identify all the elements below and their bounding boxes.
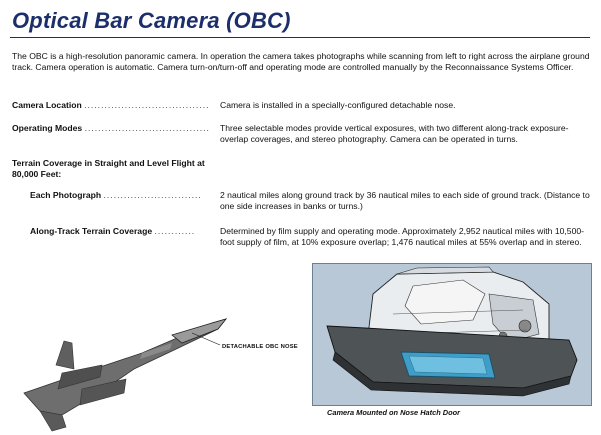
spec-label-each-photograph-text: Each Photograph xyxy=(30,190,102,200)
dot-leader: ..................................... xyxy=(84,123,210,133)
spec-label-each-photograph: Each Photograph ........................… xyxy=(30,190,202,200)
aircraft-body xyxy=(23,318,228,432)
terrain-coverage-heading: Terrain Coverage in Straight and Level F… xyxy=(12,158,205,179)
page-title: Optical Bar Camera (OBC) xyxy=(12,8,291,33)
spec-label-camera-location-text: Camera Location xyxy=(12,100,82,110)
aircraft-callout-label: DETACHABLE OBC NOSE xyxy=(222,344,298,350)
spec-value-each-photograph: 2 nautical miles along ground track by 3… xyxy=(220,190,590,211)
aircraft-illustration xyxy=(23,318,228,432)
spec-value-camera-location: Camera is installed in a specially-confi… xyxy=(220,100,456,110)
camera-mount-illustration xyxy=(326,266,578,397)
title-divider xyxy=(10,37,590,38)
spec-label-operating-modes-text: Operating Modes xyxy=(12,123,83,133)
dot-leader: ............ xyxy=(154,226,196,236)
camera-mount-figure xyxy=(312,263,592,406)
dot-leader: ..................................... xyxy=(84,100,210,110)
spec-label-along-track-text: Along-Track Terrain Coverage xyxy=(30,226,153,236)
nose-section-highlight xyxy=(171,318,228,344)
figure-caption: Camera Mounted on Nose Hatch Door xyxy=(327,408,461,417)
spec-label-operating-modes: Operating Modes ........................… xyxy=(12,123,210,133)
spec-label-along-track: Along-Track Terrain Coverage ...........… xyxy=(30,226,195,236)
spec-value-operating-modes: Three selectable modes provide vertical … xyxy=(220,123,569,144)
spec-label-camera-location: Camera Location ........................… xyxy=(12,100,209,110)
camera-window xyxy=(400,351,496,379)
callout-leader-line xyxy=(191,332,221,346)
dot-leader: ............................. xyxy=(103,190,202,200)
spec-value-along-track: Determined by film supply and operating … xyxy=(220,226,584,247)
intro-paragraph: The OBC is a high-resolution panoramic c… xyxy=(12,51,590,72)
